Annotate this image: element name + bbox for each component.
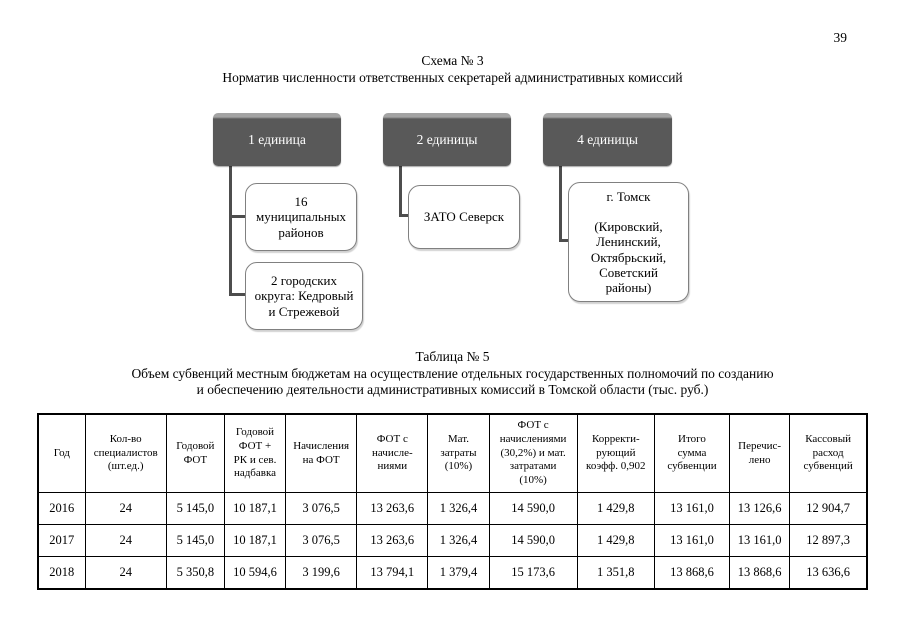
header-cell-2: Годовой ФОТ xyxy=(165,413,225,493)
data-cell: 5 145,0 xyxy=(165,492,225,525)
connector-line xyxy=(559,239,568,242)
data-cell: 2016 xyxy=(37,492,86,525)
page-number: 39 xyxy=(833,30,848,45)
header-cell-3: Годовой ФОТ + РК и сев. надбавка xyxy=(223,413,287,493)
connector-line xyxy=(399,166,402,217)
unit-box-3: 4 единицы xyxy=(543,113,672,166)
data-cell: 12 897,3 xyxy=(789,524,868,557)
header-cell-8: Корректи- рующий коэфф. 0,902 xyxy=(576,413,655,493)
data-cell: 1 429,8 xyxy=(576,524,655,557)
data-cell: 13 161,0 xyxy=(653,492,731,525)
data-cell: 13 868,6 xyxy=(653,556,731,590)
data-cell: 13 263,6 xyxy=(356,524,429,557)
data-cell: 1 326,4 xyxy=(427,492,490,525)
data-cell: 2017 xyxy=(37,524,86,557)
data-cell: 3 076,5 xyxy=(285,524,358,557)
header-cell-0: Год xyxy=(37,413,86,493)
header-cell-7: ФОТ с начислениями (30,2%) и мат. затрат… xyxy=(488,413,578,493)
unit-box-3-label: 4 единицы xyxy=(577,131,638,147)
data-cell: 13 636,6 xyxy=(789,556,868,590)
leaf-box-tomsk: г. Томск (Кировский, Ленинский, Октябрьс… xyxy=(568,182,689,302)
data-cell: 13 126,6 xyxy=(729,492,791,525)
unit-box-1: 1 единица xyxy=(213,113,341,166)
header-cell-10: Перечис- лено xyxy=(729,413,791,493)
data-cell: 13 263,6 xyxy=(356,492,429,525)
header-cell-6: Мат. затраты (10%) xyxy=(427,413,490,493)
connector-line xyxy=(229,166,232,296)
header-cell-5: ФОТ с начисле- ниями xyxy=(356,413,429,493)
data-cell: 10 187,1 xyxy=(223,524,287,557)
leaf-box-city-okrugs: 2 городских округа: Кедровый и Стрежевой xyxy=(245,262,363,330)
header-cell-4: Начисления на ФОТ xyxy=(285,413,358,493)
schema-title: Схема № 3 xyxy=(421,53,484,68)
header-cell-11: Кассовый расход субвенций xyxy=(789,413,868,493)
data-cell: 1 351,8 xyxy=(576,556,655,590)
data-cell: 24 xyxy=(84,556,167,590)
header-cell-9: Итого сумма субвенции xyxy=(653,413,731,493)
data-cell: 14 590,0 xyxy=(488,492,578,525)
data-cell: 10 187,1 xyxy=(223,492,287,525)
unit-box-1-label: 1 единица xyxy=(248,131,306,147)
data-cell: 1 379,4 xyxy=(427,556,490,590)
leaf-box-municipal-districts: 16 муниципальных районов xyxy=(245,183,357,251)
data-cell: 13 161,0 xyxy=(653,524,731,557)
data-cell: 1 326,4 xyxy=(427,524,490,557)
unit-box-2-label: 2 единицы xyxy=(416,131,478,147)
data-cell: 13 161,0 xyxy=(729,524,791,557)
data-cell: 13 794,1 xyxy=(356,556,429,590)
data-cell: 5 145,0 xyxy=(165,524,225,557)
data-cell: 10 594,6 xyxy=(223,556,287,590)
org-chart: 1 единица 2 единицы 4 единицы 16 муницип… xyxy=(0,108,905,343)
header-cell-1: Кол-во специалистов (шт.ед.) xyxy=(84,413,167,493)
unit-box-2: 2 единицы xyxy=(383,113,511,166)
connector-line xyxy=(229,293,245,296)
data-cell: 1 429,8 xyxy=(576,492,655,525)
table-subtitle: Объем субвенций местным бюджетам на осущ… xyxy=(131,366,774,398)
connector-line xyxy=(559,166,562,242)
data-cell: 5 350,8 xyxy=(165,556,225,590)
data-cell: 15 173,6 xyxy=(488,556,578,590)
data-cell: 24 xyxy=(84,524,167,557)
data-cell: 3 076,5 xyxy=(285,492,358,525)
data-cell: 3 199,6 xyxy=(285,556,358,590)
connector-line xyxy=(399,214,408,217)
connector-line xyxy=(229,215,245,218)
schema-subtitle: Норматив численности ответственных секре… xyxy=(222,70,683,85)
data-cell: 14 590,0 xyxy=(488,524,578,557)
table-title: Таблица № 5 xyxy=(415,349,490,364)
data-cell: 13 868,6 xyxy=(729,556,791,590)
data-cell: 24 xyxy=(84,492,167,525)
leaf-box-zato-seversk: ЗАТО Северск xyxy=(408,185,520,249)
data-cell: 12 904,7 xyxy=(789,492,868,525)
data-cell: 2018 xyxy=(37,556,86,590)
